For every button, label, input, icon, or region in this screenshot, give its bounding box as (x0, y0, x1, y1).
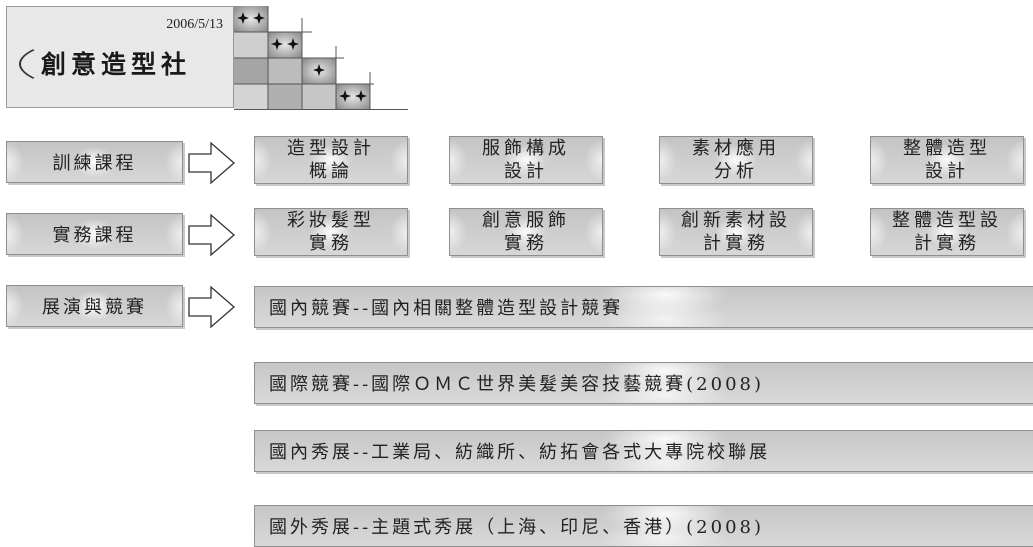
event-item: 國外秀展--主題式秀展（上海、印尼、香港）(2008) (254, 505, 1033, 547)
title-box: 2006/5/13 創意造型社 (6, 6, 234, 108)
course-title-line2: 概論 (309, 161, 353, 182)
course-box: 整體造型 設計 (870, 136, 1024, 184)
hollow-right-arrow-icon (188, 141, 235, 185)
club-title: 創意造型社 (41, 50, 192, 79)
course-title-line1: 創意服飾 (482, 210, 570, 231)
course-title-line2: 分析 (714, 161, 758, 182)
category-label: 實務課程 (52, 225, 137, 246)
course-title-line1: 彩妝髮型 (287, 210, 375, 231)
category-practical-courses: 實務課程 (6, 213, 183, 255)
category-shows-competitions: 展演與競賽 (6, 285, 183, 327)
course-title-line2: 實務 (309, 233, 353, 254)
course-title-line1: 素材應用 (692, 138, 780, 159)
event-item: 國內秀展--工業局、紡織所、紡拓會各式大專院校聯展 (254, 430, 1033, 472)
event-item: 國內競賽--國內相關整體造型設計競賽 (254, 286, 1033, 328)
course-box: 整體造型設 計實務 (870, 208, 1024, 256)
title-arc-decoration (19, 35, 219, 93)
category-label: 訓練課程 (52, 153, 137, 174)
course-title-line2: 計實務 (914, 233, 980, 254)
course-title-line1: 服飾構成 (482, 138, 570, 159)
course-box: 彩妝髮型 實務 (254, 208, 408, 256)
event-text: 國外秀展--主題式秀展（上海、印尼、香港）(2008) (269, 517, 765, 538)
course-title-line2: 實務 (504, 233, 548, 254)
course-title-line1: 整體造型 (903, 138, 991, 159)
course-title-line1: 整體造型設 (892, 210, 1002, 231)
hollow-right-arrow-icon (188, 213, 235, 257)
hollow-right-arrow-icon (188, 285, 235, 329)
sparkle-star-icon (237, 12, 367, 102)
course-box: 創新素材設 計實務 (659, 208, 813, 256)
category-training-courses: 訓練課程 (6, 141, 183, 183)
event-item: 國際競賽--國際ＯＭＣ世界美髮美容技藝競賽(2008) (254, 362, 1033, 404)
category-label: 展演與競賽 (42, 297, 147, 318)
course-box: 造型設計 概論 (254, 136, 408, 184)
course-title-line1: 創新素材設 (681, 210, 791, 231)
course-title-line2: 設計 (504, 161, 548, 182)
course-box: 素材應用 分析 (659, 136, 813, 184)
checker-grid-decoration (234, 6, 408, 110)
course-title-line2: 計實務 (703, 233, 769, 254)
course-box: 創意服飾 實務 (449, 208, 603, 256)
course-title-line1: 造型設計 (287, 138, 375, 159)
course-title-line2: 設計 (925, 161, 969, 182)
event-text: 國內競賽--國內相關整體造型設計競賽 (269, 298, 624, 319)
date-label: 2006/5/13 (166, 17, 223, 32)
event-text: 國際競賽--國際ＯＭＣ世界美髮美容技藝競賽(2008) (269, 374, 765, 395)
course-box: 服飾構成 設計 (449, 136, 603, 184)
event-text: 國內秀展--工業局、紡織所、紡拓會各式大專院校聯展 (269, 442, 771, 463)
